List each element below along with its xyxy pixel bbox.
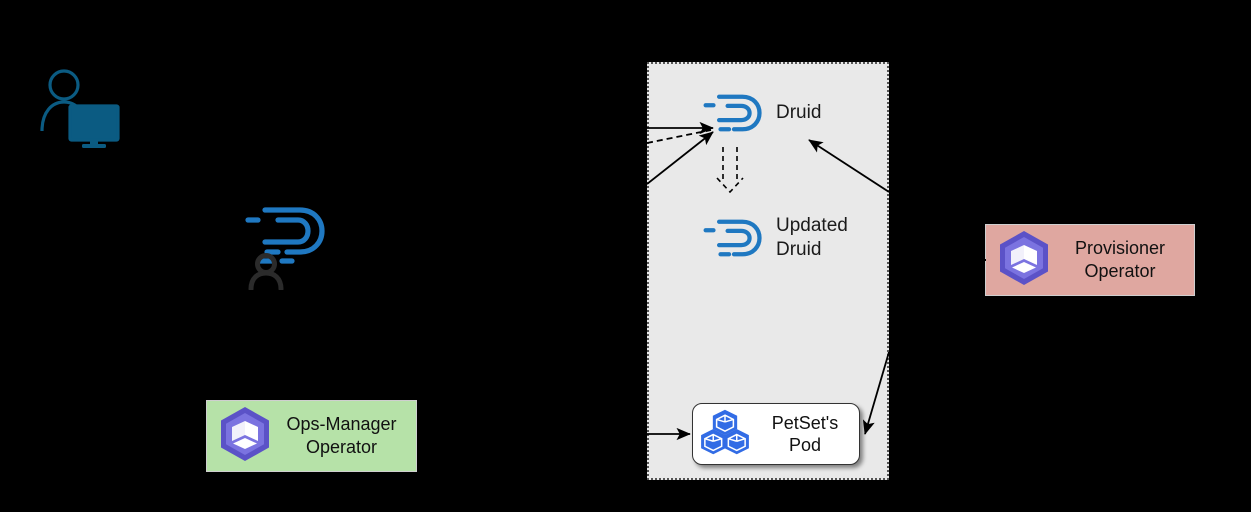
edge-stub-provisioner (978, 259, 986, 261)
provisioner-operator-box[interactable]: Provisioner Operator (985, 224, 1195, 296)
druid-node-label: Druid (776, 102, 822, 123)
user-workstation-actor (38, 68, 122, 155)
ops-manager-operator-label: Ops-Manager Operator (286, 414, 397, 457)
druid-logo-icon (703, 94, 762, 132)
person-icon (248, 253, 284, 292)
ops-manager-operator-box[interactable]: Ops-Manager Operator (206, 400, 417, 472)
druid-crd-actor (240, 198, 336, 295)
druid-logo-icon (703, 219, 762, 257)
provisioner-operator-label: Provisioner Operator (1074, 238, 1166, 281)
updated-druid-node: Updated Druid (700, 213, 848, 263)
druid-logo-icon (245, 207, 325, 292)
druid-node: Druid (700, 88, 821, 138)
petset-pod-label: PetSet's Pod (771, 413, 839, 455)
updated-druid-node-label: Updated Druid (776, 215, 848, 260)
petset-pod-card[interactable]: PetSet's Pod (692, 403, 860, 465)
operator-hexagon-icon (996, 229, 1052, 292)
user-at-computer-icon (40, 69, 120, 148)
kubernetes-pods-icon (699, 409, 751, 460)
operator-hexagon-icon (217, 405, 273, 468)
